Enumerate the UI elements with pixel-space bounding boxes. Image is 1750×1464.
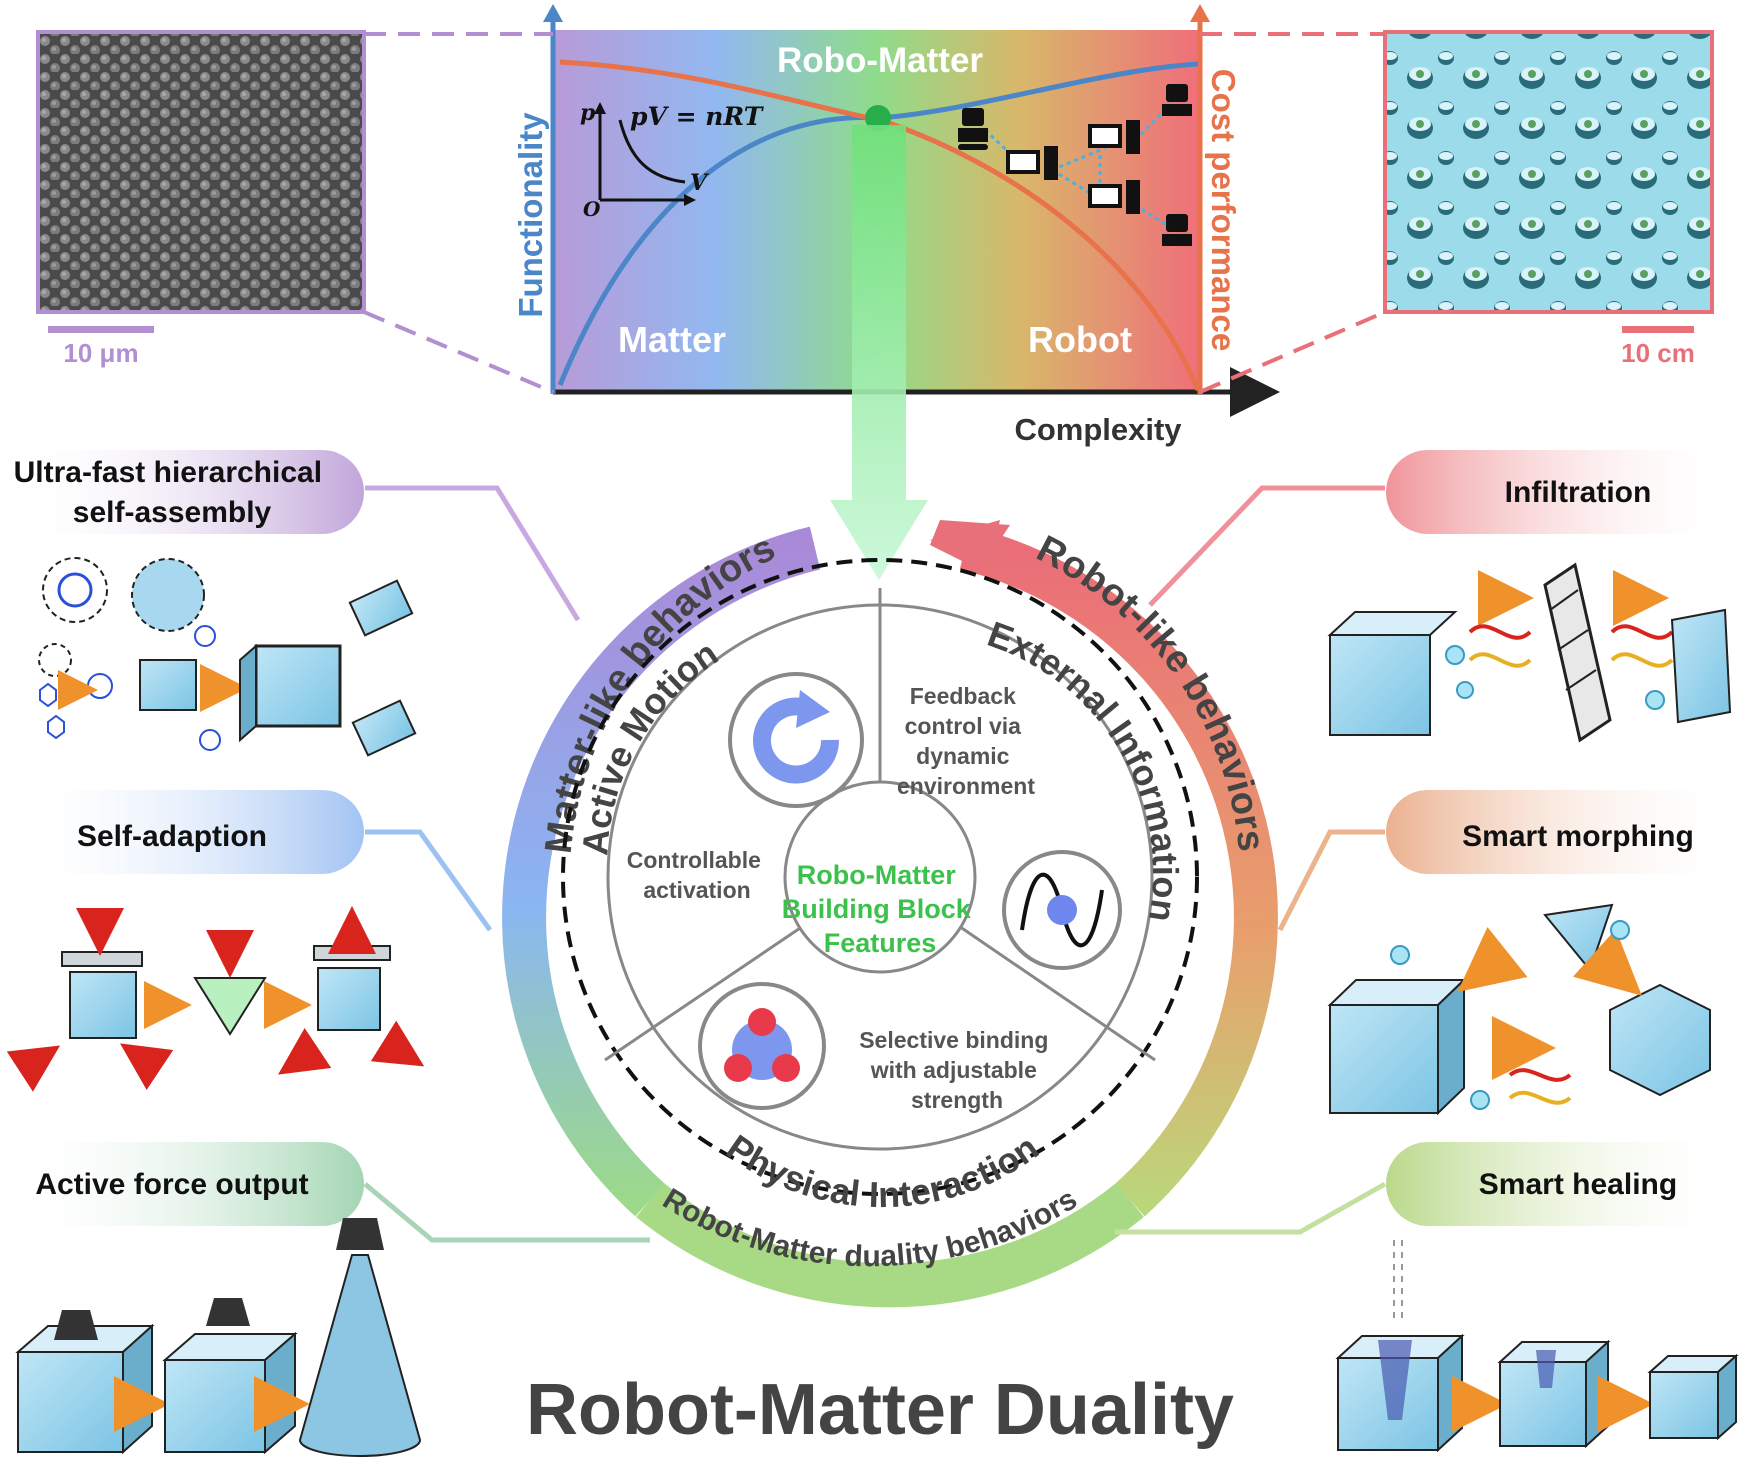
robot-region-label: Robot [1028, 319, 1132, 360]
desc-line: control via [905, 713, 1022, 739]
dashed-ring [561, 558, 1199, 1196]
core-line: Robo-Matter [797, 860, 956, 890]
smart-healing-illustration [1335, 1240, 1739, 1453]
core-line: Building Block [782, 894, 972, 924]
ideal-gas-inset: p V O pV = nRT [580, 100, 765, 221]
behavior-pill [10, 1142, 364, 1226]
connector-line [365, 485, 581, 622]
feedback-control-text: Feedback control via dynamic environment [897, 683, 1035, 799]
connector-line [365, 829, 493, 932]
force-output-illustration [15, 1218, 422, 1457]
scale-label: 10 cm [1621, 338, 1695, 368]
center-diagram: Matter-like behaviors Robot-like behavio… [502, 520, 1278, 1308]
zoom-line [363, 310, 554, 394]
behavior-pill [1386, 790, 1740, 874]
left-behaviors: Ultra-fast hierarchical self-assembly Se… [6, 450, 650, 1457]
robot-swarm-image [1383, 30, 1714, 314]
scale-bar [1622, 326, 1694, 333]
behavior-label-line: self-assembly [73, 496, 272, 529]
desc-line: strength [911, 1087, 1003, 1113]
connector-line [1277, 829, 1385, 932]
rotation-icon [728, 672, 864, 808]
smart-morphing-illustration [1327, 903, 1711, 1116]
connector-line [1115, 1181, 1387, 1235]
inset-p-label: p [580, 100, 596, 126]
behavior-label-line: Ultra-fast hierarchical [14, 456, 322, 489]
behavior-label: Smart healing [1479, 1168, 1677, 1201]
desc-line: Controllable [627, 847, 761, 873]
scale-bar [48, 326, 154, 333]
inset-y-arrowhead [594, 102, 606, 114]
desc-line: Selective binding [859, 1027, 1048, 1053]
wave-particle-icon [1002, 850, 1122, 970]
connector-line [363, 1182, 650, 1243]
matter-region-label: Matter [618, 319, 726, 360]
network-link [1133, 98, 1177, 142]
robot-network-icons [958, 84, 1192, 246]
desc-line: with adjustable [870, 1057, 1037, 1083]
computer-icon [1006, 146, 1058, 180]
desc-line: dynamic [916, 743, 1010, 769]
self-adaption-illustration [6, 906, 425, 1092]
core-circle [783, 780, 977, 974]
robot-like-arc [959, 526, 1278, 1217]
robot-icon [1162, 84, 1192, 116]
right-behaviors: Infiltration Smart morphing Smart healin… [1115, 450, 1740, 1453]
cost-axis-label: Cost performance [1205, 69, 1242, 351]
core-label: Robo-Matter Building Block Features [782, 860, 979, 958]
controllable-activation-text: Controllable activation [627, 847, 768, 903]
desc-line: Feedback [910, 683, 1016, 709]
sem-micrograph [36, 30, 366, 314]
functionality-axis-label: Functionality [512, 112, 549, 318]
cost-axis-arrowhead [1190, 4, 1210, 22]
self-assembly-illustration [38, 557, 417, 757]
robot-like-arrowhead-body [930, 520, 1010, 570]
x-axis-label: Complexity [1014, 412, 1182, 447]
inset-origin-label: O [583, 197, 601, 221]
robot-icon [1162, 214, 1192, 246]
core-line: Features [824, 928, 937, 958]
behavior-pill [1386, 450, 1740, 534]
ideal-gas-equation: pV = nRT [630, 102, 765, 131]
infiltration-illustration [1327, 562, 1732, 743]
sector-divider [949, 918, 1156, 1062]
network-link [1051, 146, 1106, 172]
connector-line [1148, 485, 1385, 607]
figure-title: Robot-Matter Duality [526, 1370, 1234, 1450]
inset-x-arrowhead [684, 194, 696, 206]
molecule-binding-icon [698, 982, 826, 1110]
micrograph-panel: 10 μm [36, 30, 554, 394]
behavior-label: Infiltration [1505, 476, 1652, 509]
duality-arc [636, 1182, 1144, 1308]
behavior-label: Active force output [35, 1168, 308, 1201]
functionality-axis-arrowhead [543, 4, 563, 22]
behavior-pill [1386, 1142, 1740, 1226]
behavior-label: Ultra-fast hierarchical self-assembly [14, 456, 331, 529]
robot-swarm-panel: 10 cm [1199, 30, 1714, 394]
behavior-pill [10, 450, 364, 534]
behavior-label: Smart morphing [1462, 820, 1694, 853]
computer-icon [1088, 180, 1140, 214]
inset-v-label: V [690, 170, 709, 196]
desc-line: environment [897, 773, 1035, 799]
computer-icon [1088, 120, 1140, 154]
matter-like-arc [502, 526, 821, 1217]
down-arrow [830, 125, 928, 580]
behavior-label: Self-adaption [77, 820, 267, 853]
inset-isotherm-curve [618, 119, 686, 184]
desc-line: activation [643, 877, 750, 903]
sector-divider [604, 918, 813, 1062]
robo-matter-marker [865, 105, 891, 131]
scale-label: 10 μm [63, 338, 138, 368]
intersection-label: Robo-Matter [777, 41, 983, 80]
behavior-pill [10, 790, 364, 874]
selective-binding-text: Selective binding with adjustable streng… [859, 1027, 1055, 1113]
robot-icon [958, 108, 988, 150]
